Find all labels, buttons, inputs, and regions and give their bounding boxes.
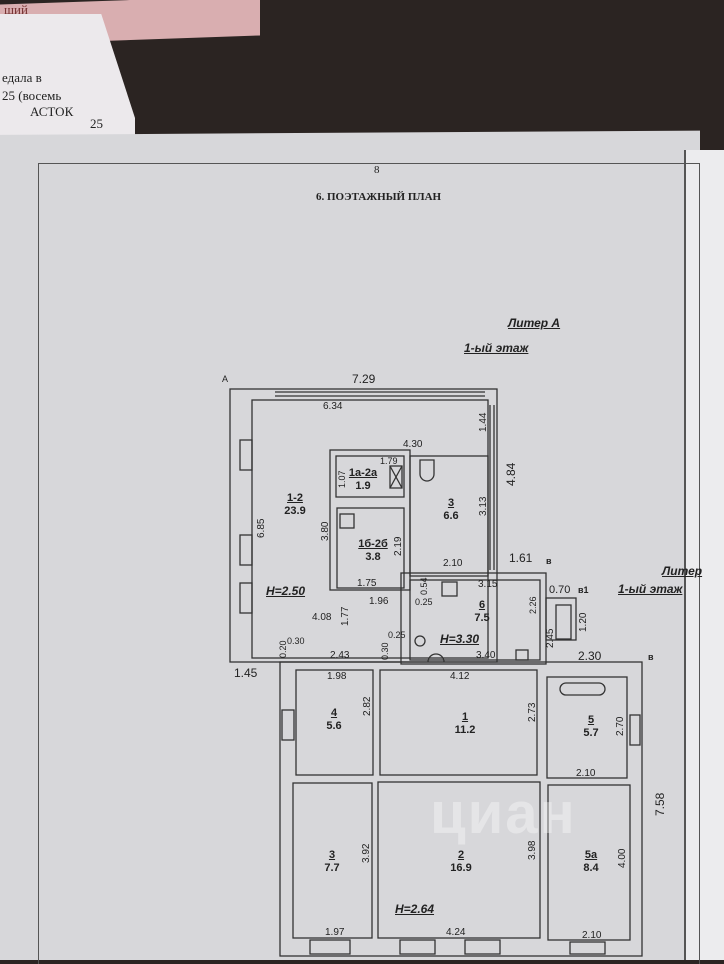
axis-label-v2: в xyxy=(648,652,654,662)
room-5a xyxy=(547,784,631,941)
page-frame xyxy=(38,163,700,964)
ceiling-height-kitchen-label: H=3.30 xyxy=(440,632,480,646)
axis-label-a: А xyxy=(222,374,229,384)
room-1a-2a xyxy=(335,455,405,498)
dim-label: 0.70 xyxy=(549,584,571,596)
liter-v-label: Литер xyxy=(662,564,703,578)
dim-label: 3.15 xyxy=(478,579,498,590)
dim-label: 4.08 xyxy=(312,612,332,623)
room-1-2-outline xyxy=(251,399,489,659)
dim-label: 1.77 xyxy=(340,606,351,626)
dim-label: 3.80 xyxy=(320,521,331,541)
dim-label: 1.61 xyxy=(509,551,533,565)
floor-label-v: 1-ый этаж xyxy=(618,582,683,596)
dim-label: 1.96 xyxy=(369,596,389,607)
liter-v-outer-wall xyxy=(279,661,643,957)
dim-label: 1.98 xyxy=(327,671,347,682)
dim-label: 3.40 xyxy=(476,650,496,661)
dim-label: 1.44 xyxy=(478,412,489,432)
dim-label: 0.20 xyxy=(278,640,288,658)
room-2 xyxy=(377,781,541,939)
page-number: 8 xyxy=(374,164,380,176)
cooktop-icon xyxy=(441,581,458,597)
dim-label: 1.75 xyxy=(357,578,377,589)
room-6 xyxy=(409,579,541,661)
background-text-line: едала в xyxy=(2,70,42,85)
dim-label: 3.92 xyxy=(361,843,372,863)
bathtub-icon xyxy=(559,682,606,696)
boiler-icon xyxy=(414,635,426,647)
dim-label: 1.79 xyxy=(380,456,398,466)
room-1 xyxy=(379,669,538,776)
dim-label: 4.84 xyxy=(504,462,518,486)
page-title: 6. ПОЭТАЖНЫЙ ПЛАН xyxy=(316,191,442,203)
ceiling-height-label: H=2.50 xyxy=(266,584,306,598)
dim-label: 4.00 xyxy=(617,848,628,868)
liter-a-label: Литер А xyxy=(508,316,561,330)
dim-label: 2.82 xyxy=(362,696,373,716)
dim-label: 2.10 xyxy=(443,558,463,569)
room-3 xyxy=(292,782,373,939)
dim-label: 6.85 xyxy=(256,518,267,538)
background-text-line: 25 xyxy=(90,116,103,131)
adjacent-page xyxy=(684,150,724,960)
room-1b-2b xyxy=(336,507,405,589)
stove-icon xyxy=(339,513,355,529)
sink-icon xyxy=(427,653,445,663)
ventilation-icon xyxy=(389,465,403,489)
dim-label: 2.26 xyxy=(528,596,538,614)
dim-label: 1.20 xyxy=(578,612,589,632)
toilet-icon xyxy=(419,459,435,482)
dim-label: 2.10 xyxy=(576,768,596,779)
axis-label-v1: в1 xyxy=(578,585,589,595)
dim-label: 2.43 xyxy=(330,650,350,661)
dim-label: 0.30 xyxy=(287,636,305,646)
dim-label: 2.30 xyxy=(578,649,602,663)
dim-label: 4.24 xyxy=(446,927,466,938)
dim-label: 4.30 xyxy=(403,439,423,450)
dim-label: 4.12 xyxy=(450,671,470,682)
dim-label: 3.13 xyxy=(478,496,489,516)
pink-paper-text: щий xyxy=(4,2,28,17)
ceiling-height-v-label: H=2.64 xyxy=(395,902,435,916)
dim-label: 7.58 xyxy=(653,792,667,816)
dim-label: 2.45 xyxy=(545,628,556,648)
room-4 xyxy=(295,669,374,776)
dim-label: 0.25 xyxy=(415,597,433,607)
dim-label: 2.73 xyxy=(527,702,538,722)
dim-label: 1.97 xyxy=(325,927,345,938)
dim-label: 0.54 xyxy=(419,577,429,595)
dim-label: 6.34 xyxy=(323,401,343,412)
background-text-line: АСТОК xyxy=(30,104,74,119)
watermark: циан xyxy=(430,781,577,846)
room-3-a xyxy=(409,455,489,577)
axis-label-v: в xyxy=(546,556,552,566)
floor-label-a: 1-ый этаж xyxy=(464,341,529,355)
room-5 xyxy=(546,676,628,779)
dim-label: 2.70 xyxy=(615,716,626,736)
dim-label: 0.30 xyxy=(380,642,390,660)
dim-label: 1.45 xyxy=(234,666,258,680)
background-text-line: 25 (восемь xyxy=(2,88,62,103)
heater-icon xyxy=(515,649,529,661)
document-page xyxy=(0,130,700,960)
vestibule-v1 xyxy=(545,597,577,641)
dim-label: 0.25 xyxy=(388,630,406,640)
dim-label: 2.10 xyxy=(582,930,602,941)
dim-label: 7.29 xyxy=(352,372,376,386)
